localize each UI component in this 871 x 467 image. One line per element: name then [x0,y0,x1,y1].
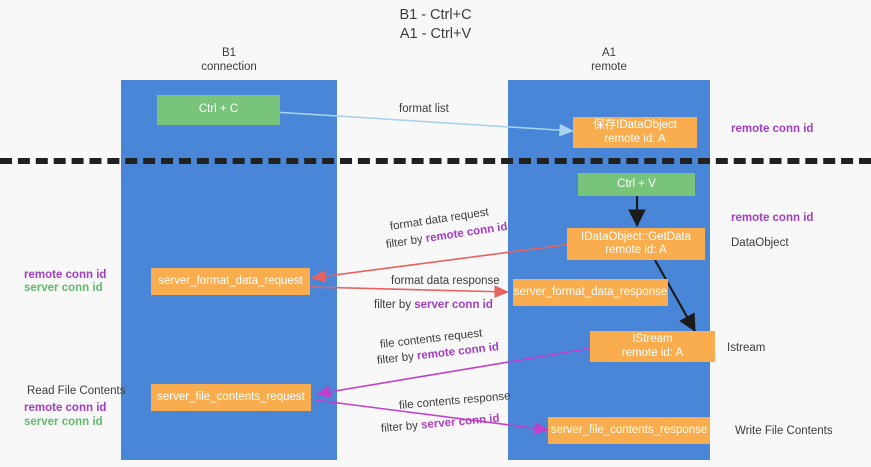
column-a1-role: remote [591,61,627,73]
column-a1-name: A1 [601,47,617,59]
box-server-file-contents-response-label: server_file_contents_response [550,423,708,436]
note-left-server-conn-id-bottom: server conn id [24,415,103,429]
diagram-title: B1 - Ctrl+C A1 - Ctrl+V [0,6,871,44]
filter-key-server-conn-id: server conn id [420,412,500,432]
column-b1-name: B1 [221,47,237,59]
note-left-read-file-contents: Read File Contents [27,384,125,398]
note-text: DataObject [731,237,789,249]
title-line-1: B1 - Ctrl+C [399,7,472,23]
note-text: remote conn id [731,212,814,224]
note-text: server conn id [24,282,103,294]
box-server-file-contents-request-label: server_file_contents_request [157,390,305,403]
note-right-istream: Istream [727,341,765,355]
note-text: remote conn id [731,123,814,135]
box-ctrl-c[interactable]: Ctrl + C [157,95,280,125]
box-ctrl-v-label: Ctrl + V [617,177,656,190]
note-right-remote-conn-id-mid: remote conn id [731,211,813,225]
note-text: server conn id [24,416,103,428]
box-idataobject-getdata[interactable]: IDataObject::GetData remote id: A [567,228,705,260]
filter-prefix: filter by [380,419,422,435]
filter-prefix: filter by [385,233,427,251]
edge-label-file-contents-response-text: file contents response [398,390,511,412]
note-right-dataobject: DataObject [731,236,789,250]
edge-label-file-contents-response: file contents response [398,389,511,413]
note-left-server-conn-id-mid: server conn id [24,281,103,295]
column-header-b1: B1 connection [121,46,337,74]
edge-label-format-data-response-text: format data response [391,275,500,287]
box-istream-subtitle: remote id: A [621,346,684,359]
edge-label-format-list: format list [399,102,449,116]
box-ctrl-c-label: Ctrl + C [198,103,239,116]
box-istream-title: IStream [632,333,673,345]
edge-label-format-data-response-filter: filter by server conn id [374,298,493,312]
edge-label-file-contents-response-filter: filter by server conn id [380,412,500,436]
box-save-idataobject[interactable]: 保存IDataObject remote id: A [573,117,697,148]
filter-prefix: filter by [374,299,415,311]
box-getdata-title: IDataObject::GetData [581,230,691,243]
note-text: Write File Contents [735,425,833,437]
phase-divider [0,158,871,164]
box-server-format-data-request[interactable]: server_format_data_request [151,268,310,295]
box-ctrl-v[interactable]: Ctrl + V [578,173,695,196]
note-text: remote conn id [24,402,107,414]
note-text: Read File Contents [27,385,126,397]
box-getdata-subtitle: remote id: A [605,244,667,256]
box-server-format-data-response[interactable]: server_format_data_response [513,279,668,306]
box-server-file-contents-response[interactable]: server_file_contents_response [548,417,710,444]
box-istream[interactable]: IStream remote id: A [590,331,715,362]
column-header-a1: A1 remote [508,46,710,74]
box-save-idataobject-title: 保存IDataObject [593,119,677,131]
box-server-format-data-response-label: server_format_data_response [513,285,668,298]
note-right-remote-conn-id-top: remote conn id [731,122,813,136]
box-save-idataobject-subtitle: remote id: A [604,132,666,145]
note-text: Istream [727,342,766,354]
filter-key-server-conn-id: server conn id [414,299,493,311]
edge-label-format-list-text: format list [399,103,449,115]
edge-label-format-data-response: format data response [391,274,500,288]
filter-prefix: filter by [376,350,418,367]
box-server-format-data-request-label: server_format_data_request [158,274,303,287]
column-b1-role: connection [201,61,257,73]
box-server-file-contents-request[interactable]: server_file_contents_request [151,384,311,411]
title-line-2: A1 - Ctrl+V [399,26,472,42]
note-text: remote conn id [24,269,107,281]
note-left-remote-conn-id-mid: remote conn id [24,268,106,282]
note-right-write-file-contents: Write File Contents [735,424,833,438]
note-left-remote-conn-id-bottom: remote conn id [24,401,106,415]
